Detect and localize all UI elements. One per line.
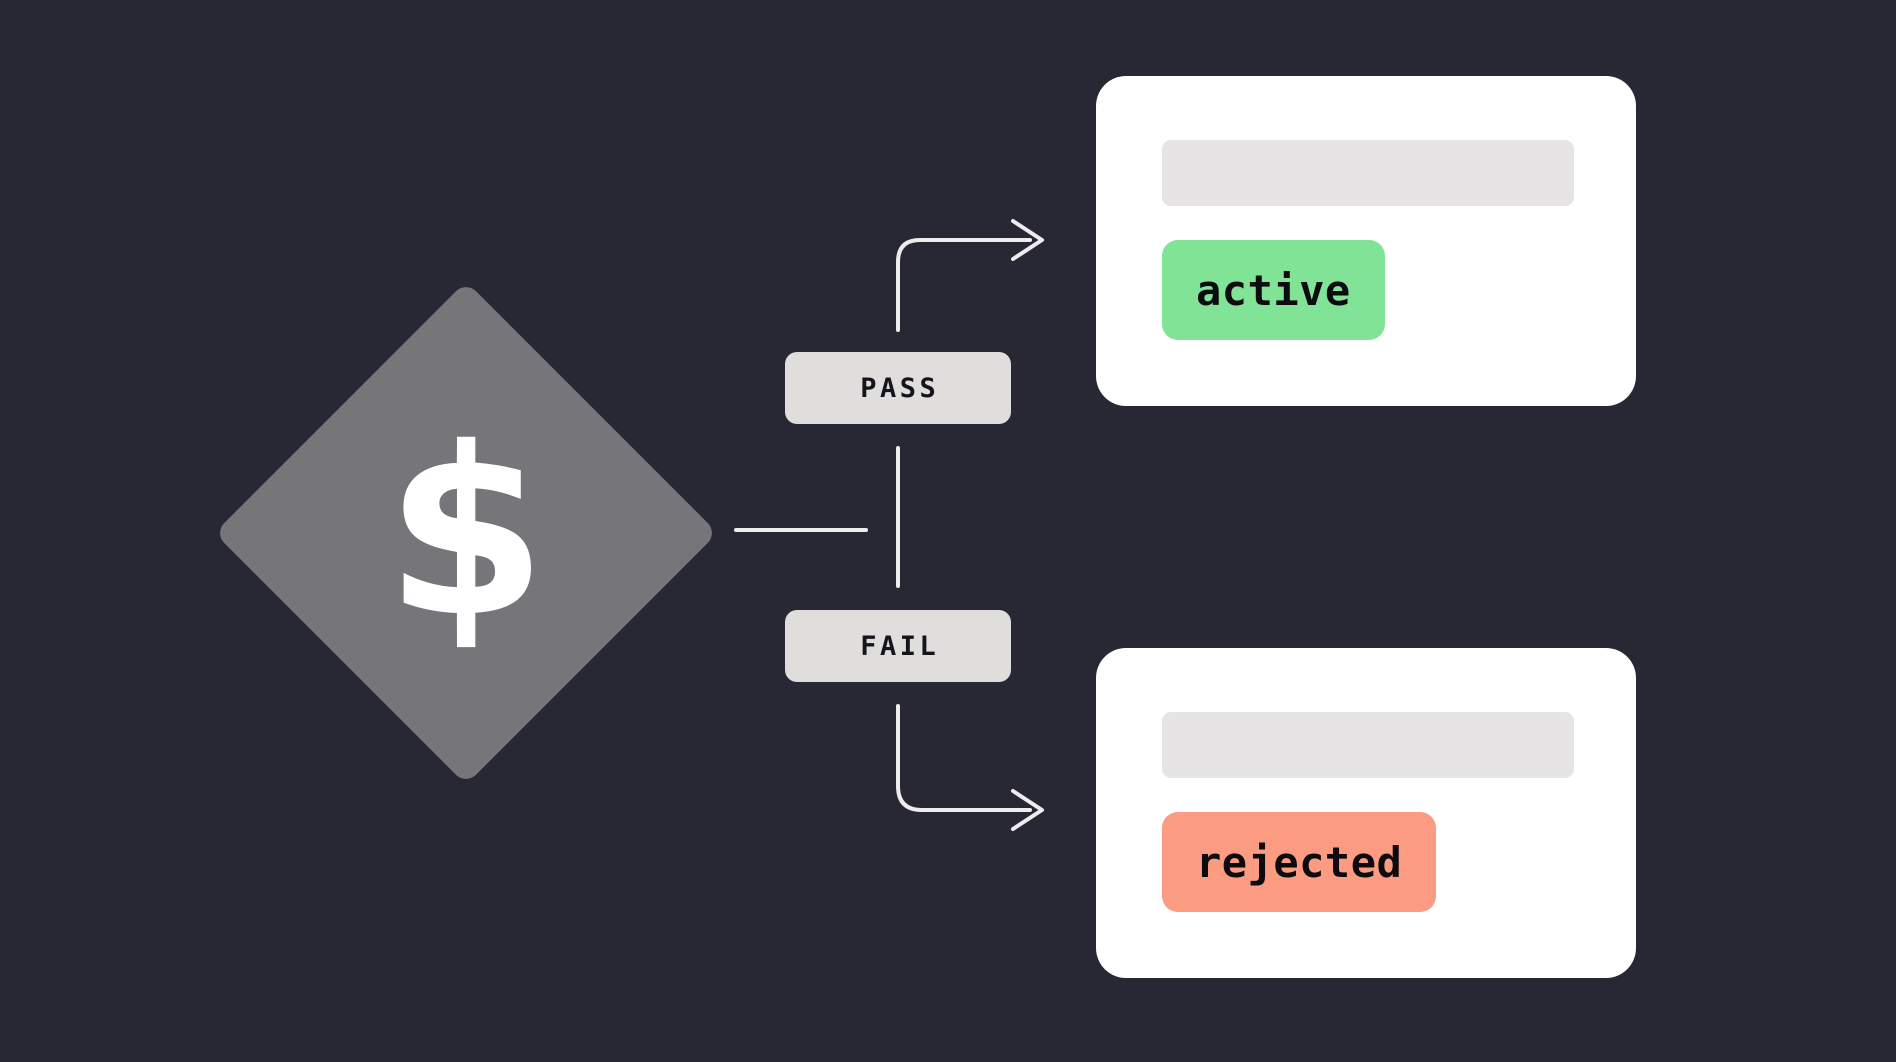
connector-pass-to-active — [896, 238, 1032, 332]
outcome-card-rejected[interactable]: rejected — [1096, 648, 1636, 978]
arrowhead-fail — [1011, 789, 1044, 831]
card-placeholder-bar — [1162, 712, 1574, 778]
status-badge-rejected: rejected — [1162, 812, 1437, 912]
branch-label-fail[interactable]: FAIL — [785, 610, 1011, 682]
connector-fail-to-rejected — [896, 704, 1032, 812]
arrowhead-pass — [1011, 219, 1044, 261]
dollar-sign-icon: $ — [385, 398, 547, 668]
status-badge-active: active — [1162, 240, 1385, 340]
card-placeholder-bar — [1162, 140, 1574, 206]
outcome-card-active[interactable]: active — [1096, 76, 1636, 406]
decision-node-payment[interactable]: $ — [214, 281, 718, 785]
branch-label-pass[interactable]: PASS — [785, 352, 1011, 424]
